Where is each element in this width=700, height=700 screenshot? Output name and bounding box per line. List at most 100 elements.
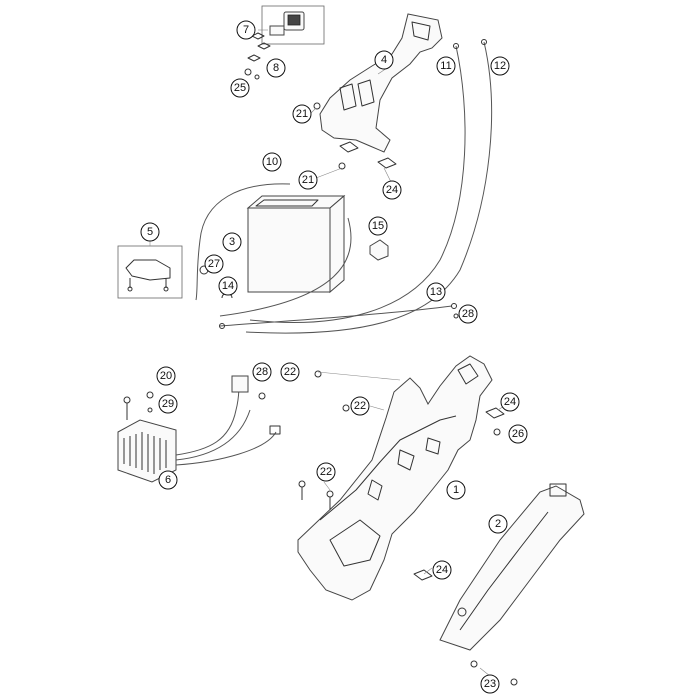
tray-screw-mid [342,404,350,412]
callout-28b-label: 28 [256,366,268,378]
callout-12-circle [490,56,510,76]
callouts: 7 8 25 4 11 12 21 10 21 24 15 5 3 27 14 … [140,20,528,694]
callout-26: 26 [508,424,528,444]
callout-23: 23 [480,674,500,694]
voltage-regulator [117,375,281,483]
callout-11: 11 [436,56,456,76]
battery [246,194,346,294]
leader-24c [423,567,433,575]
callout-4-circle [374,50,394,70]
relay-group-box [261,5,325,45]
callout-3-label: 3 [229,236,235,248]
part-15-boot [369,239,389,261]
leader-22a [317,371,401,381]
battery-tray-pocket [329,519,381,567]
callout-25-circle [230,78,250,98]
regulator-connector [231,375,249,393]
battery-tray-inner-rim [319,415,457,521]
callout-21b-label: 21 [302,174,314,186]
callout-11-circle [436,56,456,76]
cable-13 [219,305,453,327]
callout-22c-circle [316,462,336,482]
cable-10 [195,183,291,301]
callout-25: 25 [230,78,250,98]
callout-14-label: 14 [222,280,234,292]
cover-ridge [459,511,549,631]
tray-clip-bottom [413,569,433,581]
callout-5: 5 [140,222,160,242]
callout-24a-label: 24 [386,184,398,196]
callout-2: 2 [488,514,508,534]
battery-holder-tab [411,21,431,41]
callout-1-label: 1 [453,484,459,496]
callout-1: 1 [446,480,466,500]
battery-side [329,194,345,294]
bracket-nut-clip [339,141,359,153]
cable-13-eyelet [451,303,457,309]
callout-22b-label: 22 [354,400,366,412]
battery-tray [297,355,505,601]
tray-screw-left [298,480,306,488]
callout-21a-circle [292,104,312,124]
regulator-eyelet [258,392,266,400]
bracket-screw-top [313,102,321,110]
relay-group [244,5,325,80]
callout-8-circle [266,58,286,78]
callout-24c-label: 24 [436,564,448,576]
battery-strap-group [117,245,183,299]
callout-28b-circle [252,362,272,382]
callout-12: 12 [490,56,510,76]
callout-22a: 22 [280,362,300,382]
callout-7-label: 7 [243,24,249,36]
callout-28b: 28 [252,362,272,382]
relay-fuse-holders [251,32,271,50]
callout-15: 15 [368,216,388,236]
callout-14-circle [218,276,238,296]
callout-22c-label: 22 [320,466,332,478]
callout-3-circle [222,232,242,252]
cable-12-eyelet [481,39,487,45]
battery-tray-top-mount [457,363,479,385]
strap-foot-left [127,286,133,292]
callout-10-label: 10 [266,156,278,168]
battery-strap-bracket [125,259,171,281]
callout-27-circle [204,254,224,274]
battery-holder-outline [319,13,443,153]
battery-tray-outline [297,355,493,601]
regulator-washer [147,407,153,413]
cable-11-eyelet [453,43,459,49]
callout-24a-circle [382,180,402,200]
callout-24b-label: 24 [504,396,516,408]
leader-22b [369,405,385,411]
regulator-fins [123,432,167,474]
long-cables [245,39,493,334]
callout-28a-circle [458,304,478,324]
relay-nut [254,74,260,80]
callout-22b: 22 [350,396,370,416]
cable-positive [219,217,352,317]
callout-15-label: 15 [372,220,384,232]
callout-20-label: 20 [160,370,172,382]
callout-20-circle [156,366,176,386]
callout-22a-label: 22 [284,366,296,378]
tray-screw-right [493,428,501,436]
battery-tray-slots [367,437,441,501]
callout-23-circle [480,674,500,694]
callout-25-label: 25 [234,82,246,94]
callout-27-label: 27 [208,258,220,270]
strap-group-box [117,245,183,299]
battery-front [247,207,331,293]
callout-3: 3 [222,232,242,252]
callout-5-circle [140,222,160,242]
cover-hole [457,607,467,617]
regulator-screw-left [123,396,131,404]
regulator-terminal [269,425,281,435]
relay-clip [247,54,261,62]
regulator-lead-2 [175,409,251,461]
regulator-body [117,419,177,483]
battery-holder-bracket [313,13,443,170]
cable-13-eyelet-left [219,323,225,329]
cover-screw-right [510,678,518,686]
leader-22c [323,481,331,491]
callout-13-label: 13 [430,286,442,298]
